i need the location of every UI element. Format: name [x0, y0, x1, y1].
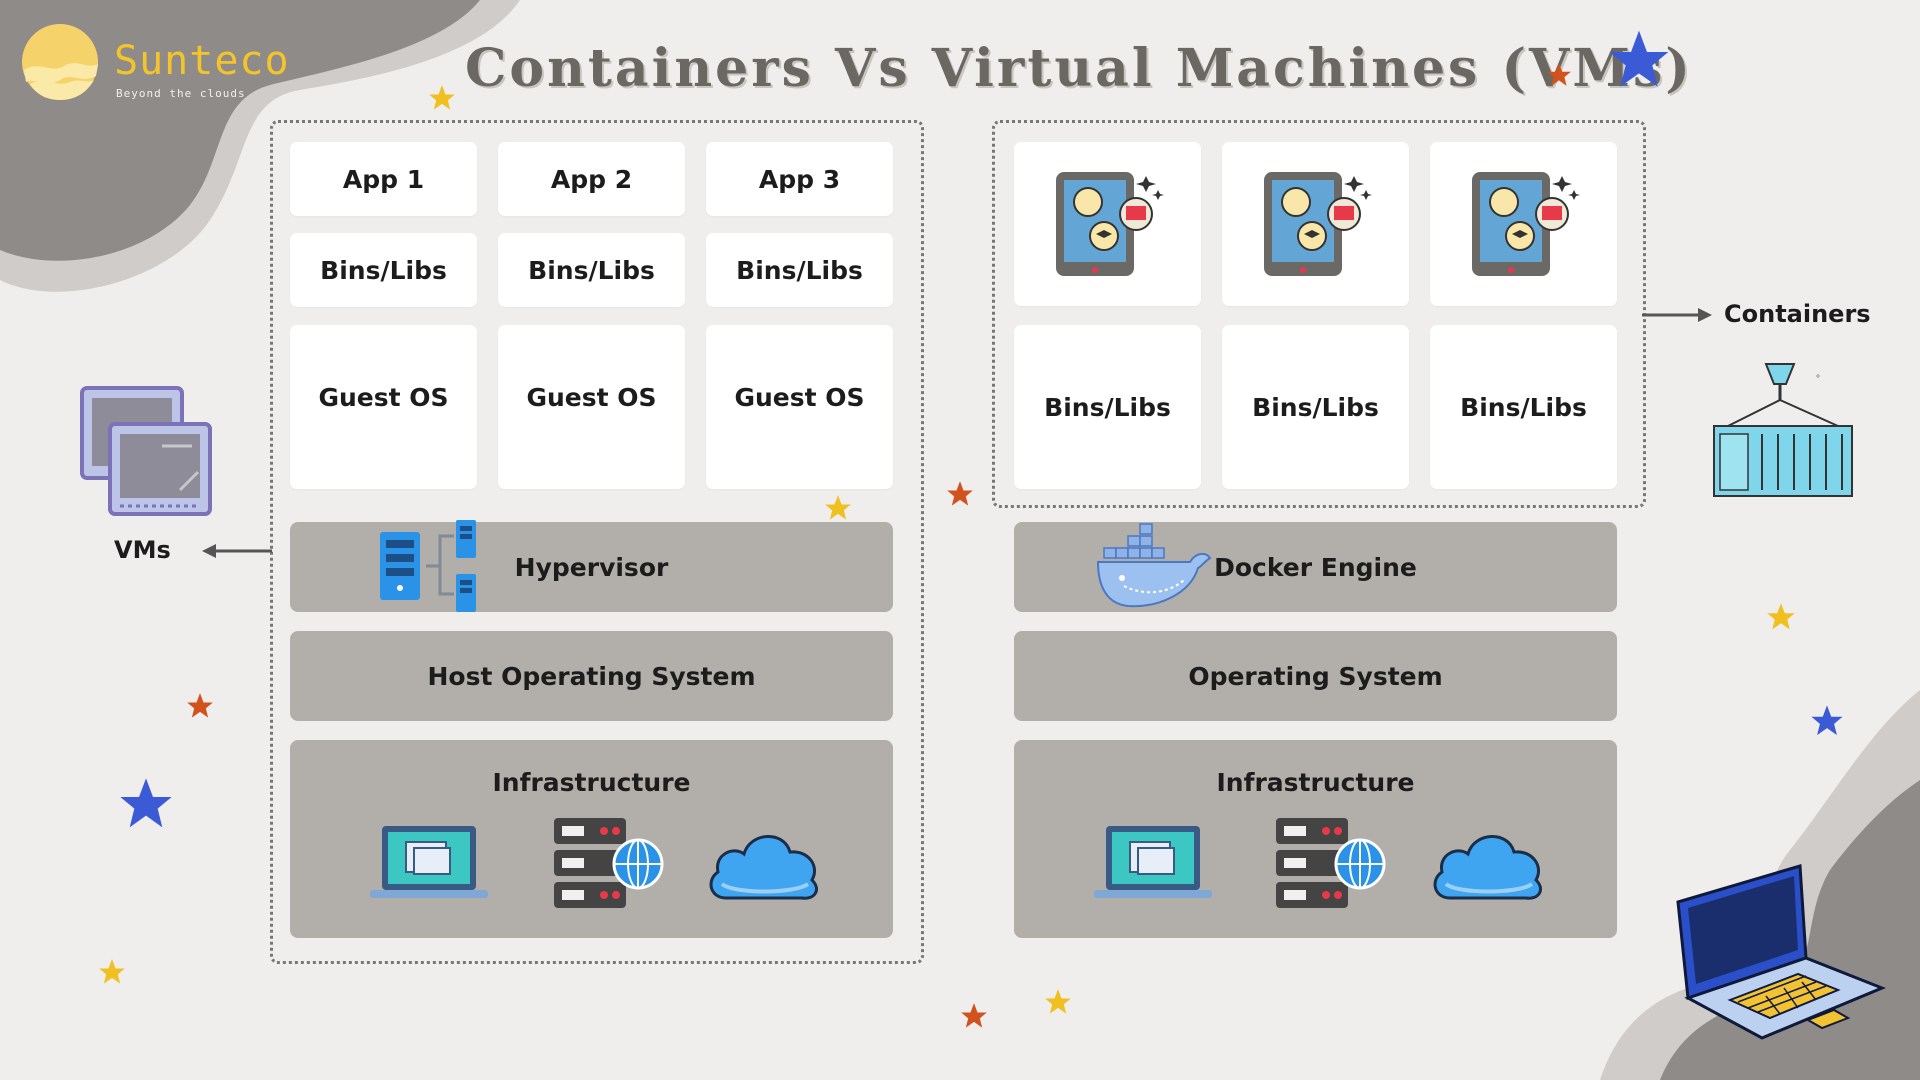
server-globe-icon — [1276, 818, 1386, 908]
laptop-icon — [1094, 826, 1212, 898]
cloud-icon — [1433, 835, 1542, 900]
star-icon — [825, 495, 851, 520]
logo-tagline: Beyond the clouds — [116, 87, 246, 100]
big-laptop-icon — [1676, 864, 1886, 1040]
vm-infrastructure-label: Infrastructure — [492, 768, 691, 797]
star-icon — [1811, 705, 1843, 736]
server-network-icon — [380, 520, 476, 612]
star-icon — [120, 778, 172, 828]
container-app-2 — [1222, 142, 1409, 306]
tablet-app-icon — [1263, 172, 1372, 276]
top-left-blob — [0, 0, 520, 292]
vm-bins-1: Bins/Libs — [290, 233, 477, 307]
container-infrastructure-label: Infrastructure — [1216, 768, 1415, 797]
vm-guest-os-2: Guest OS — [498, 325, 685, 489]
container-app-1 — [1014, 142, 1201, 306]
containers-label: Containers — [1724, 300, 1871, 328]
vm-guest-os-1: Guest OS — [290, 325, 477, 489]
sunteco-logo-icon — [22, 24, 98, 100]
container-app-3 — [1430, 142, 1617, 306]
vm-bins-2: Bins/Libs — [498, 233, 685, 307]
star-icon — [947, 481, 973, 506]
vms-label: VMs — [114, 536, 171, 564]
vms-arrow-icon — [202, 544, 272, 558]
container-bins-1: Bins/Libs — [1014, 325, 1201, 489]
star-icon — [1767, 603, 1795, 630]
docker-engine-label: Docker Engine — [1214, 552, 1417, 582]
container-bins-3: Bins/Libs — [1430, 325, 1617, 489]
star-icon — [99, 959, 125, 984]
server-globe-icon — [554, 818, 664, 908]
docker-whale-icon — [1096, 523, 1212, 608]
vm-bins-3: Bins/Libs — [706, 233, 893, 307]
hypervisor-label: Hypervisor — [514, 552, 669, 582]
star-icon — [1609, 30, 1669, 87]
container-os-bar: Operating System — [1014, 631, 1617, 721]
star-icon — [961, 1003, 987, 1028]
tablet-app-icon — [1055, 172, 1164, 276]
page-title: Containers Vs Virtual Machines (VMs) — [465, 38, 1693, 99]
cloud-icon — [709, 835, 818, 900]
vm-monitors-icon — [80, 386, 212, 516]
star-icon — [1045, 989, 1071, 1014]
star-icon — [429, 85, 455, 110]
logo-name: Sunteco — [114, 38, 290, 84]
vm-guest-os-3: Guest OS — [706, 325, 893, 489]
tablet-app-icon — [1471, 172, 1580, 276]
star-icon — [187, 693, 213, 718]
containers-arrow-icon — [1642, 308, 1712, 322]
vm-frame — [270, 120, 924, 964]
vm-app-2: App 2 — [498, 142, 685, 216]
container-bins-2: Bins/Libs — [1222, 325, 1409, 489]
host-os-bar: Host Operating System — [290, 631, 893, 721]
vm-app-3: App 3 — [706, 142, 893, 216]
laptop-icon — [370, 826, 488, 898]
star-icon — [1547, 63, 1571, 86]
cargo-container-icon — [1713, 363, 1853, 497]
vm-app-1: App 1 — [290, 142, 477, 216]
